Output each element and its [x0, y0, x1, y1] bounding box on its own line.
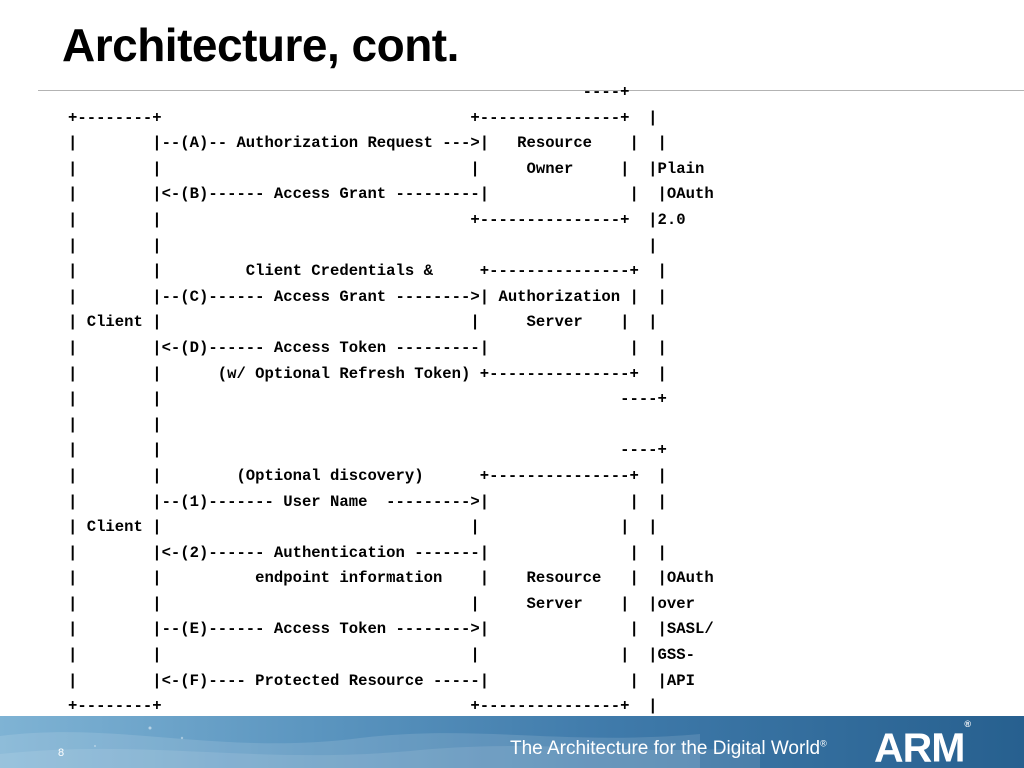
footer-tagline: The Architecture for the Digital World®	[510, 738, 827, 760]
arm-logo-text: ARM	[874, 724, 965, 768]
diagram-line: | | ----+	[68, 390, 667, 409]
arm-logo: ARM®	[874, 719, 971, 768]
registered-mark: ®	[820, 738, 827, 749]
footer-tagline-text: The Architecture for the Digital World	[510, 738, 821, 759]
diagram-line: | | ----+	[68, 441, 667, 460]
diagram-line: | | Client Credentials & +--------------…	[68, 262, 667, 281]
diagram-line: | |--(A)-- Authorization Request --->| R…	[68, 134, 667, 153]
slide-title: Architecture, cont.	[62, 19, 459, 71]
diagram-line: ----+	[68, 83, 630, 101]
diagram-line: | | | | |GSS-	[68, 646, 695, 665]
diagram-line: | Client | | Server | |	[68, 313, 658, 332]
diagram-line: | | endpoint information | Resource | |O…	[68, 569, 714, 588]
diagram-line: | |--(C)------ Access Grant -------->| A…	[68, 287, 667, 306]
diagram-line: | | | Owner | |Plain	[68, 159, 705, 178]
diagram-line: | |<-(2)------ Authentication -------| |…	[68, 543, 667, 562]
diagram-line: +--------+ +---------------+ |	[68, 108, 658, 127]
diagram-line: | |<-(F)---- Protected Resource -----| |…	[68, 671, 695, 690]
page-number: 8	[58, 747, 65, 759]
diagram-line: +--------+ +---------------+ |	[68, 697, 658, 716]
arm-registered-mark: ®	[964, 719, 972, 729]
diagram-line: | | (w/ Optional Refresh Token) +-------…	[68, 364, 667, 383]
footer-band: 8 The Architecture for the Digital World…	[0, 716, 1024, 768]
diagram-line: | | +---------------+ |2.0	[68, 210, 686, 229]
diagram-line: | | |	[68, 236, 658, 255]
diagram-line: | |--(1)------- User Name --------->| | …	[68, 492, 667, 511]
diagram-line: | | (Optional discovery) +--------------…	[68, 466, 667, 485]
title-divider	[38, 90, 1024, 91]
diagram-line: | |<-(B)------ Access Grant ---------| |…	[68, 185, 714, 204]
diagram-line: | |--(E)------ Access Token -------->| |…	[68, 620, 714, 639]
oauth-flow-ascii-diagram: ----+ +--------+ +---------------+ | | |--…	[68, 80, 714, 745]
diagram-line: | |	[68, 415, 162, 434]
diagram-line: | | | Server | |over	[68, 594, 695, 613]
footer-wave-graphic	[0, 726, 760, 768]
diagram-line: | Client | | | |	[68, 518, 658, 537]
diagram-line: | |<-(D)------ Access Token ---------| |…	[68, 338, 667, 357]
